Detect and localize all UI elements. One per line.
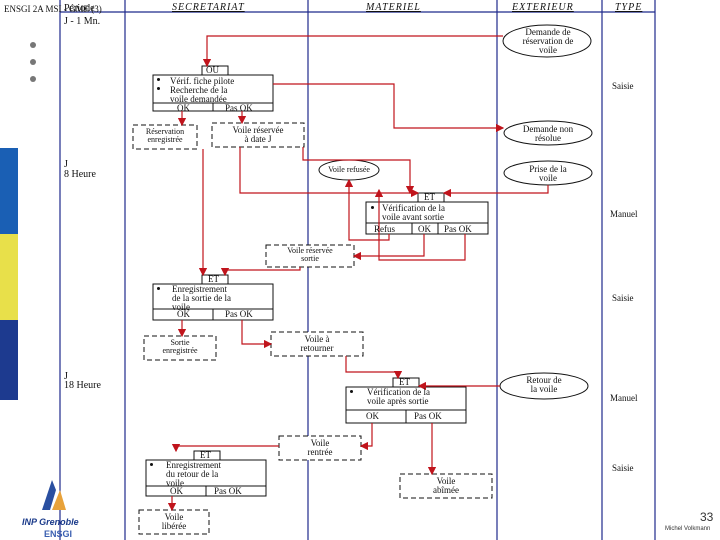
op1-bullet-1: [157, 78, 160, 81]
event-demande-non-resolue-label: Demande non résolue: [522, 124, 574, 143]
event-demande-label: Demande de réservation de voile: [522, 27, 574, 55]
arrow-op2-ok: [352, 234, 425, 261]
op4-ok: OK: [366, 411, 379, 421]
author-footer: Michel Volkmann: [665, 526, 711, 532]
op1-ok: OK: [177, 103, 190, 113]
doc-voile-abimee-label: Voile abîmée: [433, 476, 459, 495]
op4-notok: Pas OK: [414, 411, 442, 421]
doc-voile-rentree-label: Voile rentrée: [307, 438, 333, 457]
op3-line1: Enregistrement de la sortie de la voile: [172, 284, 231, 312]
column-materiel: MATERIEL: [366, 2, 421, 13]
type-4: Manuel: [610, 393, 638, 403]
doc-sortie-enregistree-label: Sortie enregistrée: [162, 338, 198, 355]
sidebar-blue-block: [0, 148, 18, 234]
op5-line1: Enregistrement du retour de la voile: [166, 460, 221, 488]
event-voile-refusee-label: Voile refusée: [328, 165, 370, 174]
timeline-t3-hour: 18 Heure: [64, 380, 101, 391]
column-type: TYPE: [615, 2, 643, 13]
op2-box: [365, 201, 489, 235]
type-2: Manuel: [610, 209, 638, 219]
op3-bullet: [157, 287, 160, 290]
op1-line2: Recherche de la voile demandée: [170, 85, 228, 104]
doc-voile-rentree: [278, 435, 362, 461]
op2-notok: Pas OK: [444, 224, 472, 234]
bullet-1: [30, 42, 36, 48]
arrow-voile-rentree-to-op5: [171, 443, 279, 453]
op1-notok: Pas OK: [225, 103, 253, 113]
timeline-t2-day: J: [64, 159, 68, 170]
op5-notok: Pas OK: [214, 486, 242, 496]
doc-voile-a-retourner: [270, 331, 364, 357]
type-3: Saisie: [612, 293, 634, 303]
column-secretariat: SECRETARIAT: [172, 2, 245, 13]
op3-ok: OK: [177, 309, 190, 319]
op4-line1: Vérification de la voile après sortie: [367, 387, 430, 406]
op1-bullet-2: [157, 87, 160, 90]
logo-mark-icon: [42, 480, 66, 510]
type-5: Saisie: [612, 463, 634, 473]
doc-voile-a-retourner-label: Voile à retourner: [300, 334, 334, 353]
doc-voile-abimee: [399, 473, 493, 499]
logo-text: INP Grenoble: [22, 517, 79, 527]
doc-voile-reservee: [211, 122, 305, 148]
op2-sync-label: ET: [424, 192, 435, 202]
course-title: ENSGI 2A MSI - GME (3): [4, 4, 102, 14]
arrow-op2-refus: [344, 178, 390, 241]
timeline-t1: J - 1 Mn.: [64, 16, 101, 27]
timeline-t3-day: J: [64, 371, 68, 382]
sidebar-yellow-block: [0, 234, 18, 320]
op3-notok: Pas OK: [225, 309, 253, 319]
logo-subtext: ENSGI: [44, 529, 73, 539]
arrow-op3-to-voile-a-retourner: [241, 320, 273, 349]
op4-sync-label: ET: [399, 377, 410, 387]
arrow-voile-reservee-to-op2: [239, 147, 420, 198]
event-prise-voile-label: Prise de la voile: [529, 164, 567, 183]
op1-sync-label: OU: [206, 65, 219, 75]
arrow-op4-ok: [359, 423, 373, 451]
doc-voile-reservee-label: Voile réservée à date J: [232, 125, 284, 144]
arrow-prise-voile-to-op2: [442, 185, 549, 198]
op5-bullet: [150, 463, 153, 466]
arrow-demande-non-resolue: [273, 83, 505, 133]
op2-refus: Refus: [374, 224, 395, 234]
timeline-t2-hour: 8 Heure: [64, 169, 96, 180]
op3-sync-label: ET: [208, 274, 219, 284]
type-1: Saisie: [612, 81, 634, 91]
period-label: Période: [64, 3, 95, 14]
doc-voile-libre-label: Voile libérée: [161, 512, 187, 531]
event-demande: [502, 24, 592, 58]
op2-line1: Vérification de la voile avant sortie: [382, 203, 445, 222]
op2-ok: OK: [418, 224, 431, 234]
event-demande-non-resolue: [503, 120, 593, 146]
sidebar-navy-block: [0, 320, 18, 400]
bullet-3: [30, 76, 36, 82]
arrow-demande-to-op1: [202, 35, 503, 68]
bullet-2: [30, 59, 36, 65]
page-number: 33: [700, 510, 714, 524]
op5-sync-label: ET: [200, 450, 211, 460]
arrow-voile-a-retourner-to-op4: [345, 356, 403, 380]
arrow-op2-notok: [374, 188, 466, 261]
op5-ok: OK: [170, 486, 183, 496]
column-exterieur: EXTERIEUR: [512, 2, 574, 13]
doc-voile-reservee-sortie-label: Voile réservée sortie: [287, 246, 333, 263]
doc-reservation: [132, 124, 198, 150]
event-retour-voile-label: Retour de la voile: [526, 375, 562, 394]
op2-bullet: [371, 206, 374, 209]
op4-bullet: [350, 390, 353, 393]
arrow-voile-reservee-sortie-to-op3: [220, 267, 301, 277]
op1-line1: Vérif. fiche pilote: [170, 76, 235, 86]
doc-reservation-label: Réservation enregistrée: [145, 127, 185, 144]
